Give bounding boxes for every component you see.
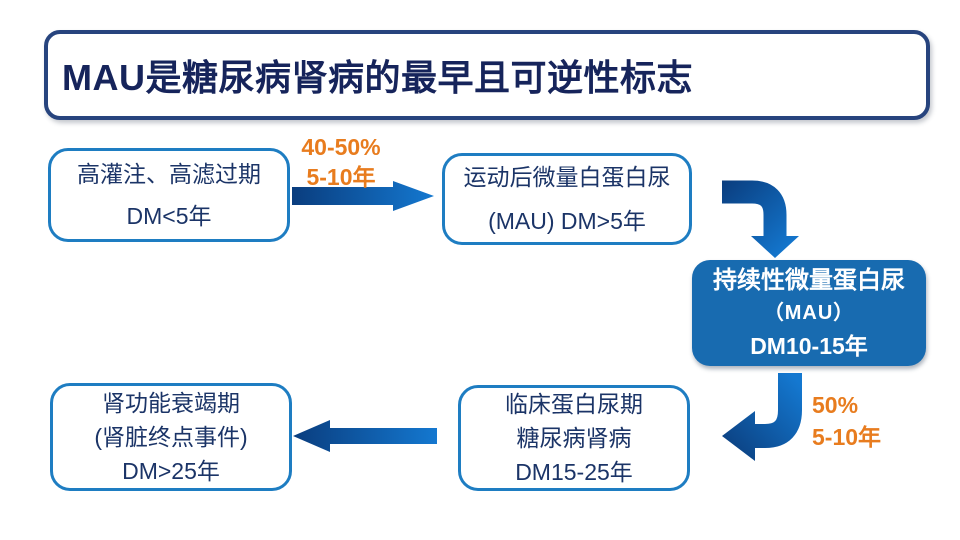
title-box: MAU是糖尿病肾病的最早且可逆性标志 [44,30,930,120]
stage-box-line: (MAU) DM>5年 [488,208,646,234]
stage-box-line: DM<5年 [126,203,212,229]
stage-clinical-proteinuria-box: 临床蛋白尿期 糖尿病肾病 DM15-25年 [458,385,690,491]
stage-exercise-mau-box: 运动后微量白蛋白尿 (MAU) DM>5年 [442,153,692,245]
stage-box-line: 高灌注、高滤过期 [77,161,261,187]
transition-label-2: 50% 5-10年 [812,389,881,453]
stage-renal-failure-box: 肾功能衰竭期 (肾脏终点事件) DM>25年 [50,383,292,491]
arrow-left-box4-to-box5 [293,420,437,452]
stage-box-line: DM15-25年 [515,459,633,485]
stage-box-line: 持续性微量蛋白尿 [713,266,905,294]
stage-box-line: 肾功能衰竭期 [102,390,240,416]
stage-persistent-mau-box: 持续性微量蛋白尿 （MAU） DM10-15年 [692,260,926,366]
stage-box-line: (肾脏终点事件) [94,424,248,450]
transition-percentage: 50% [812,392,859,418]
elbow-arrow-box2-to-box3 [722,180,787,240]
elbow-arrow-box3-to-box4 [753,373,802,448]
stage-box-line: DM>25年 [122,458,220,484]
transition-label-1: 40-50% 5-10年 [281,132,401,192]
stage-box-line: 临床蛋白尿期 [505,391,643,417]
stage-hyperfiltration-box: 高灌注、高滤过期 DM<5年 [48,148,290,242]
stage-box-line: 糖尿病肾病 [516,425,632,451]
stage-box-line: 运动后微量白蛋白尿 [463,164,671,190]
transition-years: 5-10年 [812,424,882,450]
page-title: MAU是糖尿病肾病的最早且可逆性标志 [62,57,693,98]
elbow-arrowhead-box3-to-box4 [722,411,755,461]
transition-years: 5-10年 [306,164,376,190]
stage-box-line: DM10-15年 [750,332,868,359]
transition-percentage: 40-50% [301,134,381,160]
elbow-arrowhead-box2-to-box3 [751,236,799,258]
stage-box-line: （MAU） [763,301,855,324]
